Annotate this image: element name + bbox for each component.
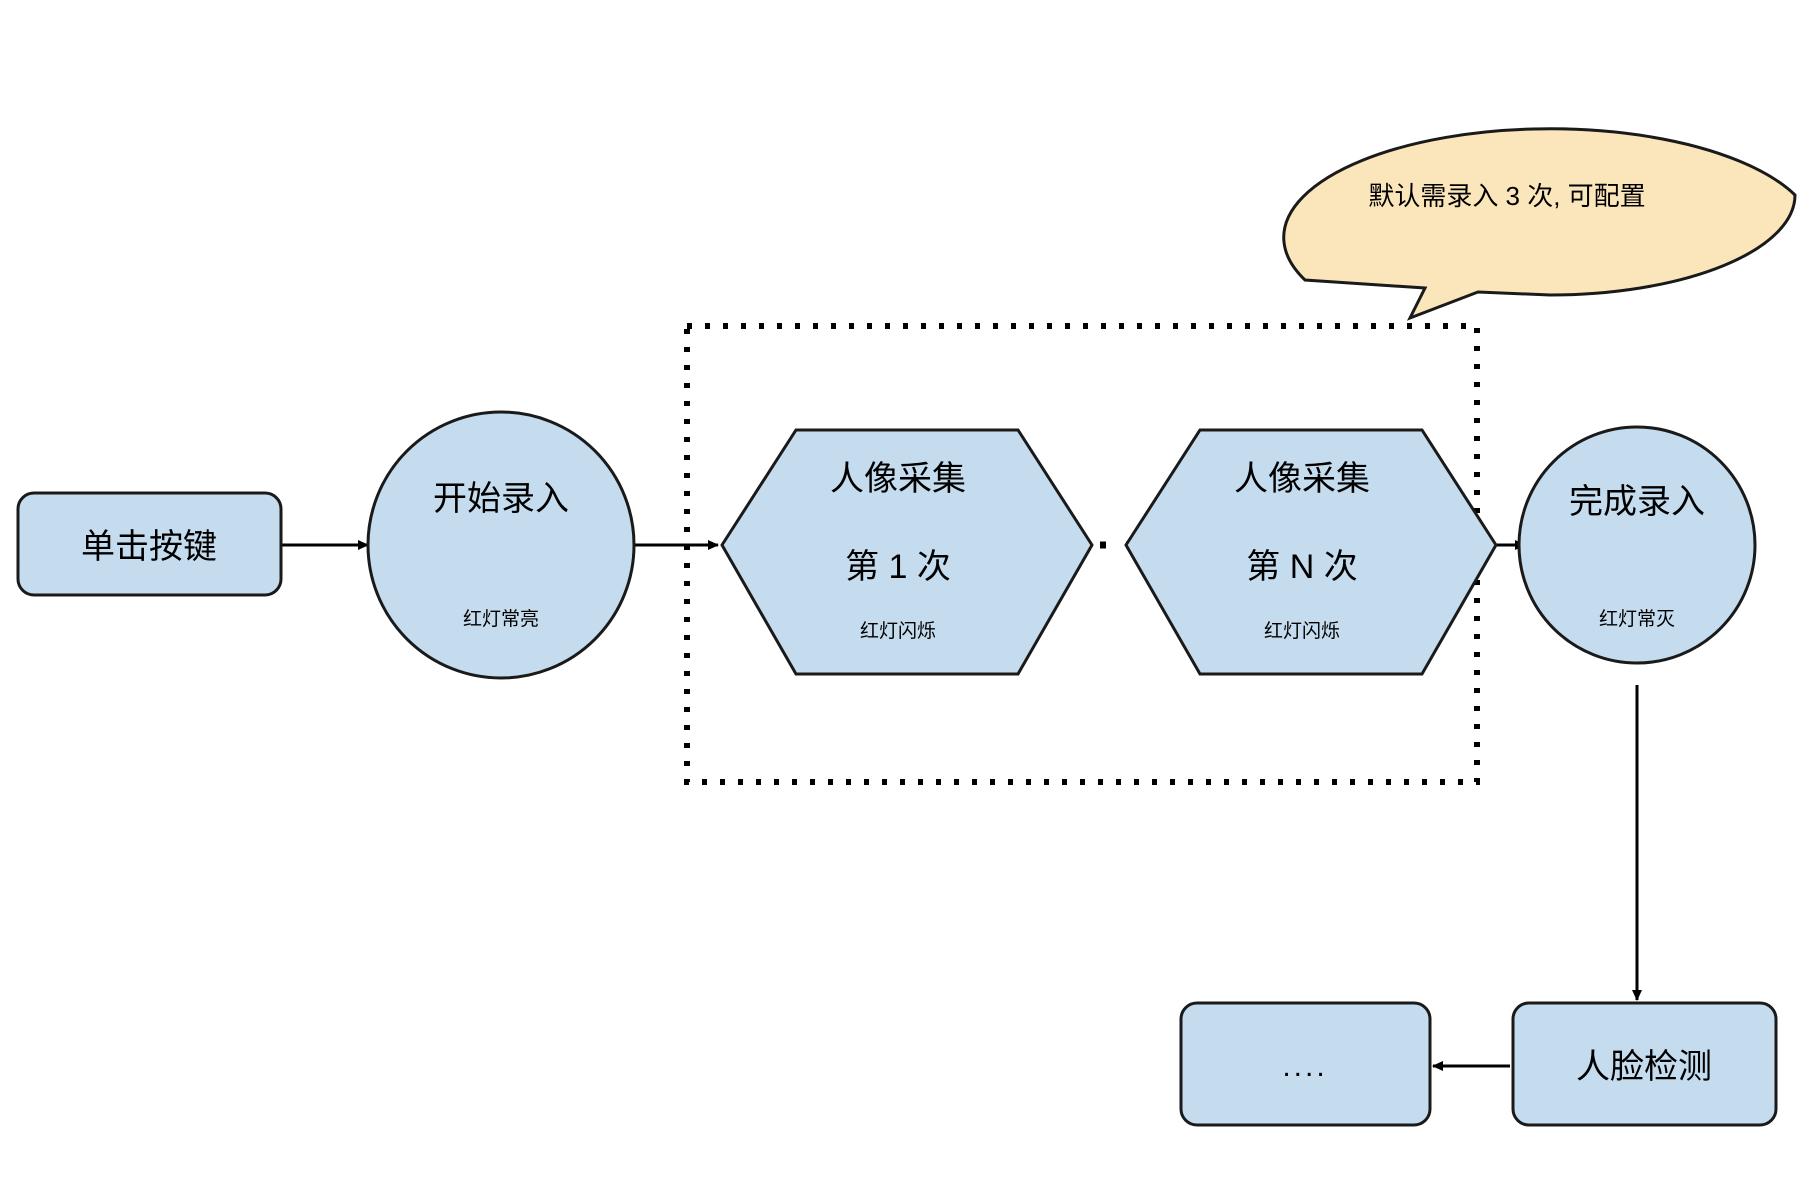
node-more-steps[interactable]: ....	[1179, 1001, 1432, 1127]
callout-shape	[1282, 127, 1797, 321]
node-click-button[interactable]: 单击按键	[16, 491, 283, 597]
capture-first-sublabel: 红灯闪烁	[860, 620, 936, 642]
callout-bubble: 默认需录入 3 次, 可配置	[1282, 127, 1797, 321]
start-enroll-shape	[366, 410, 636, 680]
face-detect-shape	[1511, 1001, 1778, 1127]
capture-nth-label-line1: 人像采集	[1234, 460, 1370, 498]
node-finish-enroll[interactable]: 完成录入 红灯常灭	[1517, 425, 1757, 665]
start-enroll-label: 开始录入	[433, 480, 569, 518]
finish-enroll-shape	[1517, 425, 1757, 665]
finish-enroll-sublabel: 红灯常灭	[1599, 608, 1675, 630]
capture-loop-group-box	[684, 323, 1480, 785]
face-detect-label: 人脸检测	[1576, 1048, 1712, 1086]
node-capture-first[interactable]: 人像采集 第 1 次 红灯闪烁	[720, 428, 1094, 676]
capture-first-shape	[720, 428, 1094, 676]
finish-enroll-label: 完成录入	[1569, 483, 1705, 521]
capture-nth-sublabel: 红灯闪烁	[1264, 620, 1340, 642]
more-steps-label: ....	[1282, 1050, 1327, 1083]
capture-first-label-line1: 人像采集	[830, 460, 966, 498]
node-start-enroll[interactable]: 开始录入 红灯常亮	[366, 410, 636, 680]
capture-nth-label-line2: 第 N 次	[1246, 548, 1357, 586]
node-face-detect[interactable]: 人脸检测	[1511, 1001, 1778, 1127]
capture-first-label-line2: 第 1 次	[845, 548, 951, 586]
click-button-label: 单击按键	[81, 528, 217, 566]
node-capture-nth[interactable]: 人像采集 第 N 次 红灯闪烁	[1124, 428, 1498, 676]
click-button-shape	[16, 491, 283, 597]
callout-text: 默认需录入 3 次, 可配置	[1368, 181, 1645, 211]
start-enroll-sublabel: 红灯常亮	[463, 608, 539, 630]
more-steps-shape	[1179, 1001, 1432, 1127]
capture-nth-shape	[1124, 428, 1498, 676]
